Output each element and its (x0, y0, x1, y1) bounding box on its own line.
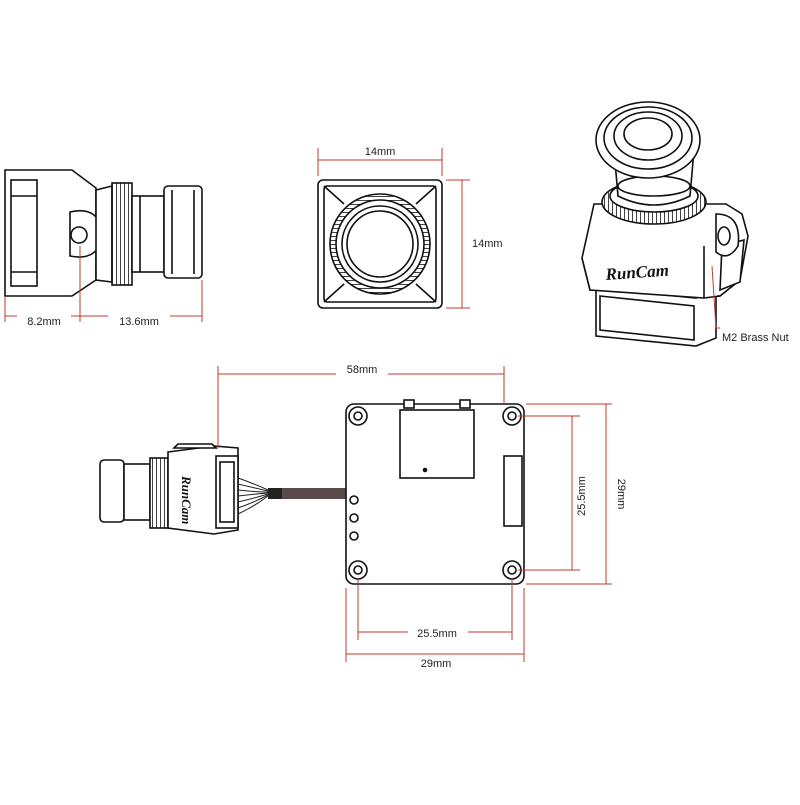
dim-board-width: 29mm (421, 658, 452, 670)
assembly-camera (99, 443, 239, 535)
dim-overall-length: 58mm (347, 364, 378, 376)
front-view: 14mm 14mm (317, 144, 512, 309)
dim-label-bg (410, 656, 462, 670)
dim-label-bg (336, 362, 388, 376)
iso-view: RunCam M2 Brass Nut (581, 101, 789, 347)
dim-front-height: 14mm (472, 238, 503, 250)
assembly-view: RunCam (99, 362, 627, 670)
iso-brand-logo: RunCam (604, 261, 669, 284)
side-view-outline (4, 169, 203, 297)
dim-label-bg (108, 314, 170, 328)
dim-lens-length: 13.6mm (119, 316, 159, 328)
dim-label-bg (408, 626, 468, 640)
front-view-outline (317, 179, 443, 309)
dim-label-bg (464, 236, 512, 250)
dim-label-bg (17, 314, 71, 328)
assembly-board (345, 399, 525, 585)
dim-hole-pitch-h: 25.5mm (417, 628, 457, 640)
assembly-brand-logo: RunCam (179, 475, 194, 524)
dim-board-height: 29mm (615, 479, 627, 510)
dim-hole-pitch-v: 25.5mm (576, 476, 588, 516)
iso-callout-leader (711, 265, 720, 329)
dim-body-length: 8.2mm (27, 316, 61, 328)
dim-front-width: 14mm (365, 146, 396, 158)
m2-brass-nut-callout: M2 Brass Nut (722, 332, 789, 344)
dim-label-bg (352, 144, 408, 158)
iso-view-outline (581, 101, 749, 347)
front-view-dimensions (317, 148, 470, 309)
side-view: 8.2mm 13.6mm (4, 169, 203, 328)
dim-label-bg (574, 468, 588, 524)
dim-label-bg (608, 472, 622, 518)
